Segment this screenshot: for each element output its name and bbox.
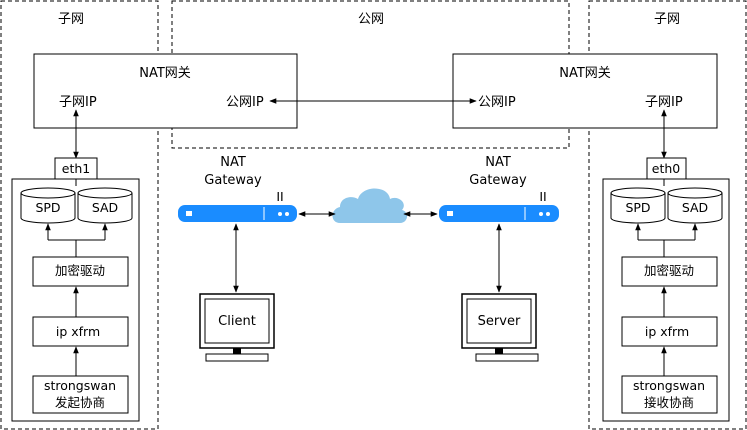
right-spd-database-icon: SPD: [610, 187, 666, 224]
right-region-label: 子网: [654, 12, 680, 27]
client-label: Client: [218, 314, 256, 329]
right-strongswan-line1: strongswan: [633, 378, 705, 393]
left-sad-database-icon: SAD: [77, 187, 133, 224]
right-router-icon: [439, 205, 559, 222]
left-region-label: 子网: [58, 12, 84, 27]
left-xfrm-box: [32, 316, 129, 347]
left-router-icon: [178, 205, 297, 222]
left-subnet-ip: 子网IP: [59, 95, 97, 110]
server-monitor-icon: Server: [461, 293, 539, 362]
server-label: Server: [478, 314, 521, 329]
left-driver-label: 加密驱动: [55, 263, 105, 278]
right-xfrm-box: [621, 316, 718, 347]
left-strongswan-line1: strongswan: [44, 378, 116, 393]
left-strongswan-box: [32, 375, 129, 414]
left-gateway-label-line2: Gateway: [204, 173, 262, 188]
left-strongswan-line2: 发起协商: [55, 395, 105, 410]
right-gateway-label-line1: NAT: [485, 155, 511, 170]
right-nat-title: NAT网关: [559, 66, 611, 81]
left-spd-database-icon: SPD: [20, 187, 76, 224]
right-nat-gateway-box: NAT网关 公网IP 子网IP: [452, 53, 718, 129]
right-driver-label: 加密驱动: [644, 263, 694, 278]
right-subnet-region: 子网: [588, 0, 747, 430]
right-port-mark: II: [539, 189, 546, 204]
internet-cloud-icon: [332, 188, 408, 223]
client-monitor-icon: Client: [199, 293, 275, 362]
left-eth-label: eth1: [62, 161, 90, 176]
left-host-stack: eth1 SPD SAD 加密驱动 ip xfrm strongswan 发起协…: [11, 157, 140, 422]
public-region-label: 公网: [358, 12, 384, 27]
right-public-ip: 公网IP: [478, 95, 516, 110]
right-sad-database-icon: SAD: [667, 187, 723, 224]
right-strongswan-box: [621, 375, 718, 414]
right-gateway-label-line2: Gateway: [469, 173, 527, 188]
right-driver-box: [621, 256, 718, 287]
right-sad-label: SAD: [682, 200, 708, 215]
left-gateway-label-line1: NAT: [220, 155, 246, 170]
left-driver-box: [32, 256, 129, 287]
right-eth-label: eth0: [652, 161, 681, 176]
left-port-mark: II: [276, 189, 283, 204]
right-spd-label: SPD: [625, 200, 650, 215]
right-strongswan-line2: 接收协商: [644, 395, 694, 410]
left-subnet-region: 子网: [0, 0, 159, 430]
right-host-stack: eth0 SPD SAD 加密驱动 ip xfrm strongswan 接收协…: [602, 157, 730, 422]
left-spd-label: SPD: [35, 200, 60, 215]
left-nat-title: NAT网关: [139, 66, 191, 81]
left-xfrm-label: ip xfrm: [56, 324, 100, 339]
left-nat-gateway-box: NAT网关 子网IP 公网IP: [33, 53, 298, 129]
right-xfrm-label: ip xfrm: [645, 324, 689, 339]
right-subnet-ip: 子网IP: [645, 95, 683, 110]
left-sad-label: SAD: [92, 200, 118, 215]
left-public-ip: 公网IP: [226, 95, 264, 110]
